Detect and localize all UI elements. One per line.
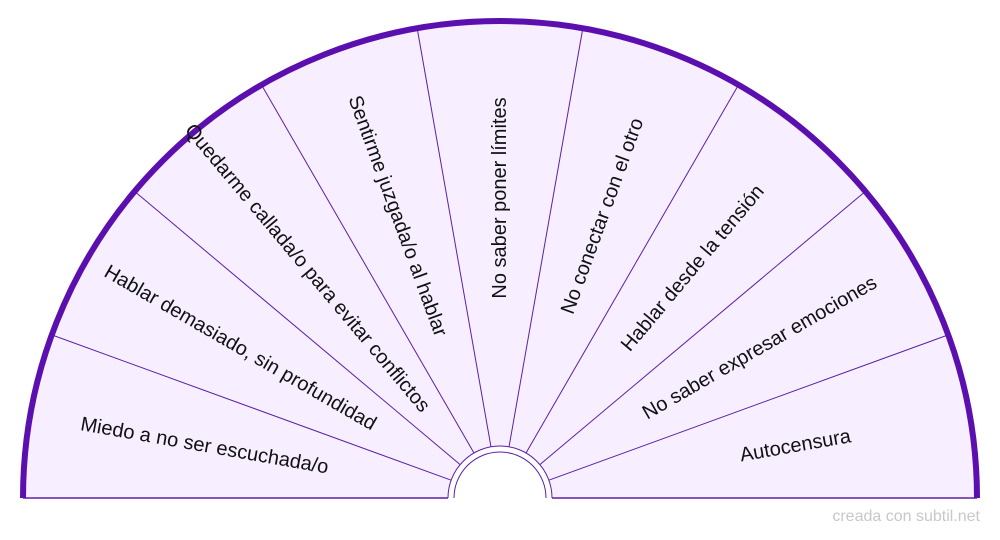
credit-text: creada con subtil.net [832, 508, 980, 525]
segment-divider [508, 28, 584, 447]
segment-divider [525, 84, 739, 454]
segment-divider [134, 191, 461, 465]
outer-rim [20, 18, 980, 499]
segment-divider [261, 84, 475, 454]
inner-hub [447, 445, 553, 499]
segment-divider [51, 334, 452, 481]
segment-label: No saber poner límites [489, 97, 511, 298]
segment-divider [416, 28, 492, 447]
fan-background [23, 21, 977, 498]
segment-divider [539, 191, 866, 465]
segment-dividers [51, 28, 949, 481]
segment-divider [548, 334, 949, 481]
